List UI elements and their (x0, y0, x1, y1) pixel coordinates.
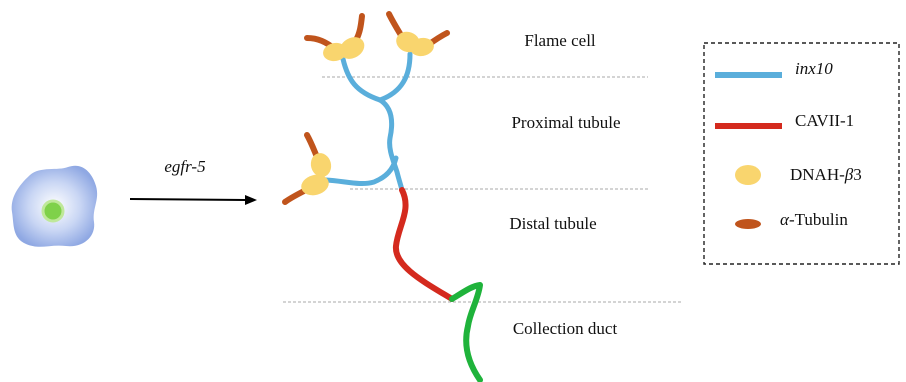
legend-label-cavii: CAVII-1 (795, 111, 854, 130)
differentiation-arrow (130, 195, 257, 205)
legend-label-inx10: inx10 (795, 59, 833, 78)
arrow-label: egfr-5 (164, 157, 205, 176)
region-label-proximal-tubule: Proximal tubule (511, 113, 620, 132)
legend-label-tubulin: α-Tubulin (780, 210, 848, 229)
tubulin-marker (307, 135, 317, 157)
dnah-marker (308, 151, 334, 179)
legend-label-dnah: DNAH-β3 (790, 165, 862, 184)
legend: inx10 CAVII-1 DNAH-β3 α-Tubulin (704, 43, 899, 264)
flame-cell-left-top (307, 16, 368, 63)
legend-label-dnah-prefix: DNAH- (790, 165, 845, 184)
stem-cell (12, 166, 97, 247)
stem-cell-nucleus (43, 201, 63, 221)
legend-swatch-tubulin (735, 219, 761, 229)
region-label-collection-duct: Collection duct (513, 319, 618, 338)
region-label-flame-cell: Flame cell (524, 31, 596, 50)
inx10-tubule (326, 54, 410, 190)
collection-duct (452, 285, 480, 380)
flame-cell-left-side (285, 135, 334, 202)
legend-label-tubulin-suffix: -Tubulin (789, 210, 848, 229)
legend-swatch-dnah (735, 165, 761, 185)
legend-label-dnah-suffix: 3 (853, 165, 862, 184)
tubulin-marker (356, 16, 362, 40)
region-label-distal-tubule: Distal tubule (509, 214, 596, 233)
flame-cell-right-top (389, 14, 447, 58)
cavii-tubule (396, 190, 452, 299)
